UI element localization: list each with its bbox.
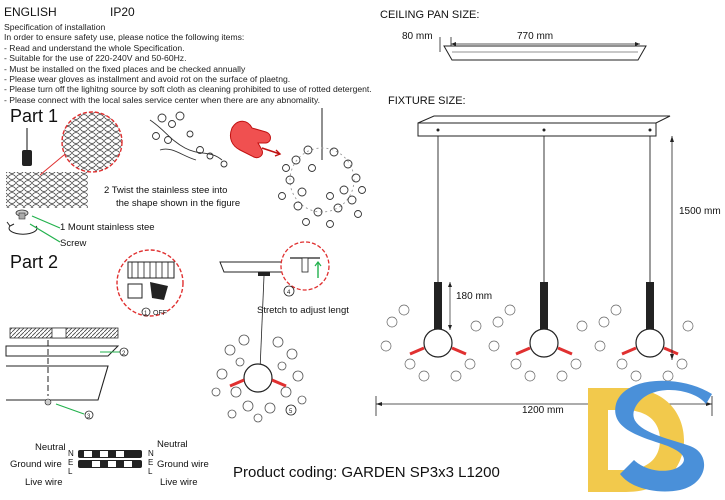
wire-live-right: Live wire [160, 477, 198, 488]
wiring-connector-icon [78, 450, 142, 468]
specification-block: Specification of installation In order t… [4, 22, 372, 105]
screw-leader [29, 223, 61, 243]
letter-e-right: E [148, 458, 154, 467]
width-dim: 1200 mm [522, 405, 564, 416]
marker-3: 3 [87, 414, 91, 420]
part1-step2-line1: 2 Twist the stainless stee into [104, 185, 228, 196]
ceiling-height-dim: 80 mm [402, 31, 433, 42]
detail-callout-circle [61, 111, 123, 173]
bulb-hanger-icon [22, 128, 32, 166]
spec-title: Specification of installation [4, 22, 106, 32]
hand-pointer-icon [229, 120, 282, 159]
stretch-label: Stretch to adjust lengt [257, 305, 349, 316]
switch-off-label: OFF [153, 310, 167, 317]
letter-n-left: N [68, 449, 74, 458]
wire-neutral-left: Neutral [35, 442, 66, 453]
spec-line: - Suitable for the use of 220-240V and 5… [4, 53, 187, 64]
fixture-size-title: FIXTURE SIZE: [388, 95, 466, 107]
screw-icon [6, 209, 38, 235]
wire-ground-right: Ground wire [157, 459, 209, 470]
spec-line: In order to ensure safety use, please no… [4, 32, 245, 43]
shade-body-diagram: 5 [211, 334, 307, 423]
ds-logo [588, 380, 712, 492]
twisted-wire-sketch [149, 111, 228, 168]
marker-2: 2 [122, 351, 126, 357]
part1-step1-label: 1 Mount stainless stee [60, 222, 155, 233]
ceiling-pan-title: CEILING PAN SIZE: [380, 9, 480, 21]
wire-ground-left: Ground wire [10, 459, 62, 470]
part1-step2-line2: the shape shown in the figure [116, 198, 241, 209]
marker-4: 4 [287, 290, 291, 296]
ceiling-pan-drawing [439, 37, 647, 61]
spec-line: - Please connect with the local sales se… [4, 94, 321, 105]
switch-step-number: 1 [144, 311, 148, 317]
language-label: ENGLISH [4, 5, 57, 19]
spec-line: - Read and understand the whole Specific… [4, 42, 185, 53]
letter-e-left: E [68, 458, 74, 467]
step1-leader [31, 215, 61, 229]
spec-line: - Please wear gloves as installment and … [4, 74, 291, 85]
canopy-adjust-diagram: 4 [219, 241, 330, 371]
chain-mesh [6, 172, 88, 208]
letter-l-right: L [148, 467, 153, 476]
total-height-dim: 1500 mm [679, 206, 721, 217]
assembled-shade-sketch [278, 108, 366, 228]
marker-5: 5 [289, 409, 293, 415]
part2-title: Part 2 [10, 252, 59, 272]
spec-line: - Must be installed on the fixed places … [4, 63, 246, 74]
screw-label: Screw [60, 238, 87, 249]
switch-off-diagram: 1 OFF [116, 249, 184, 317]
letter-l-left: L [68, 467, 73, 476]
wire-live-left: Live wire [25, 477, 63, 488]
wire-neutral-right: Neutral [157, 439, 188, 450]
ceiling-length-dim: 770 mm [517, 31, 554, 42]
ceiling-mount-section: 2 3 [5, 327, 129, 420]
product-coding: Product coding: GARDEN SP3x3 L1200 [233, 464, 500, 481]
fixture-size-drawing [375, 115, 713, 416]
letter-n-right: N [148, 449, 154, 458]
ip-rating: IP20 [110, 5, 135, 19]
callout-leader [39, 154, 65, 176]
spec-line: - Please turn off the lighitng source by… [4, 84, 372, 95]
body-height-dim: 180 mm [456, 291, 493, 302]
part1-title: Part 1 [10, 106, 59, 126]
